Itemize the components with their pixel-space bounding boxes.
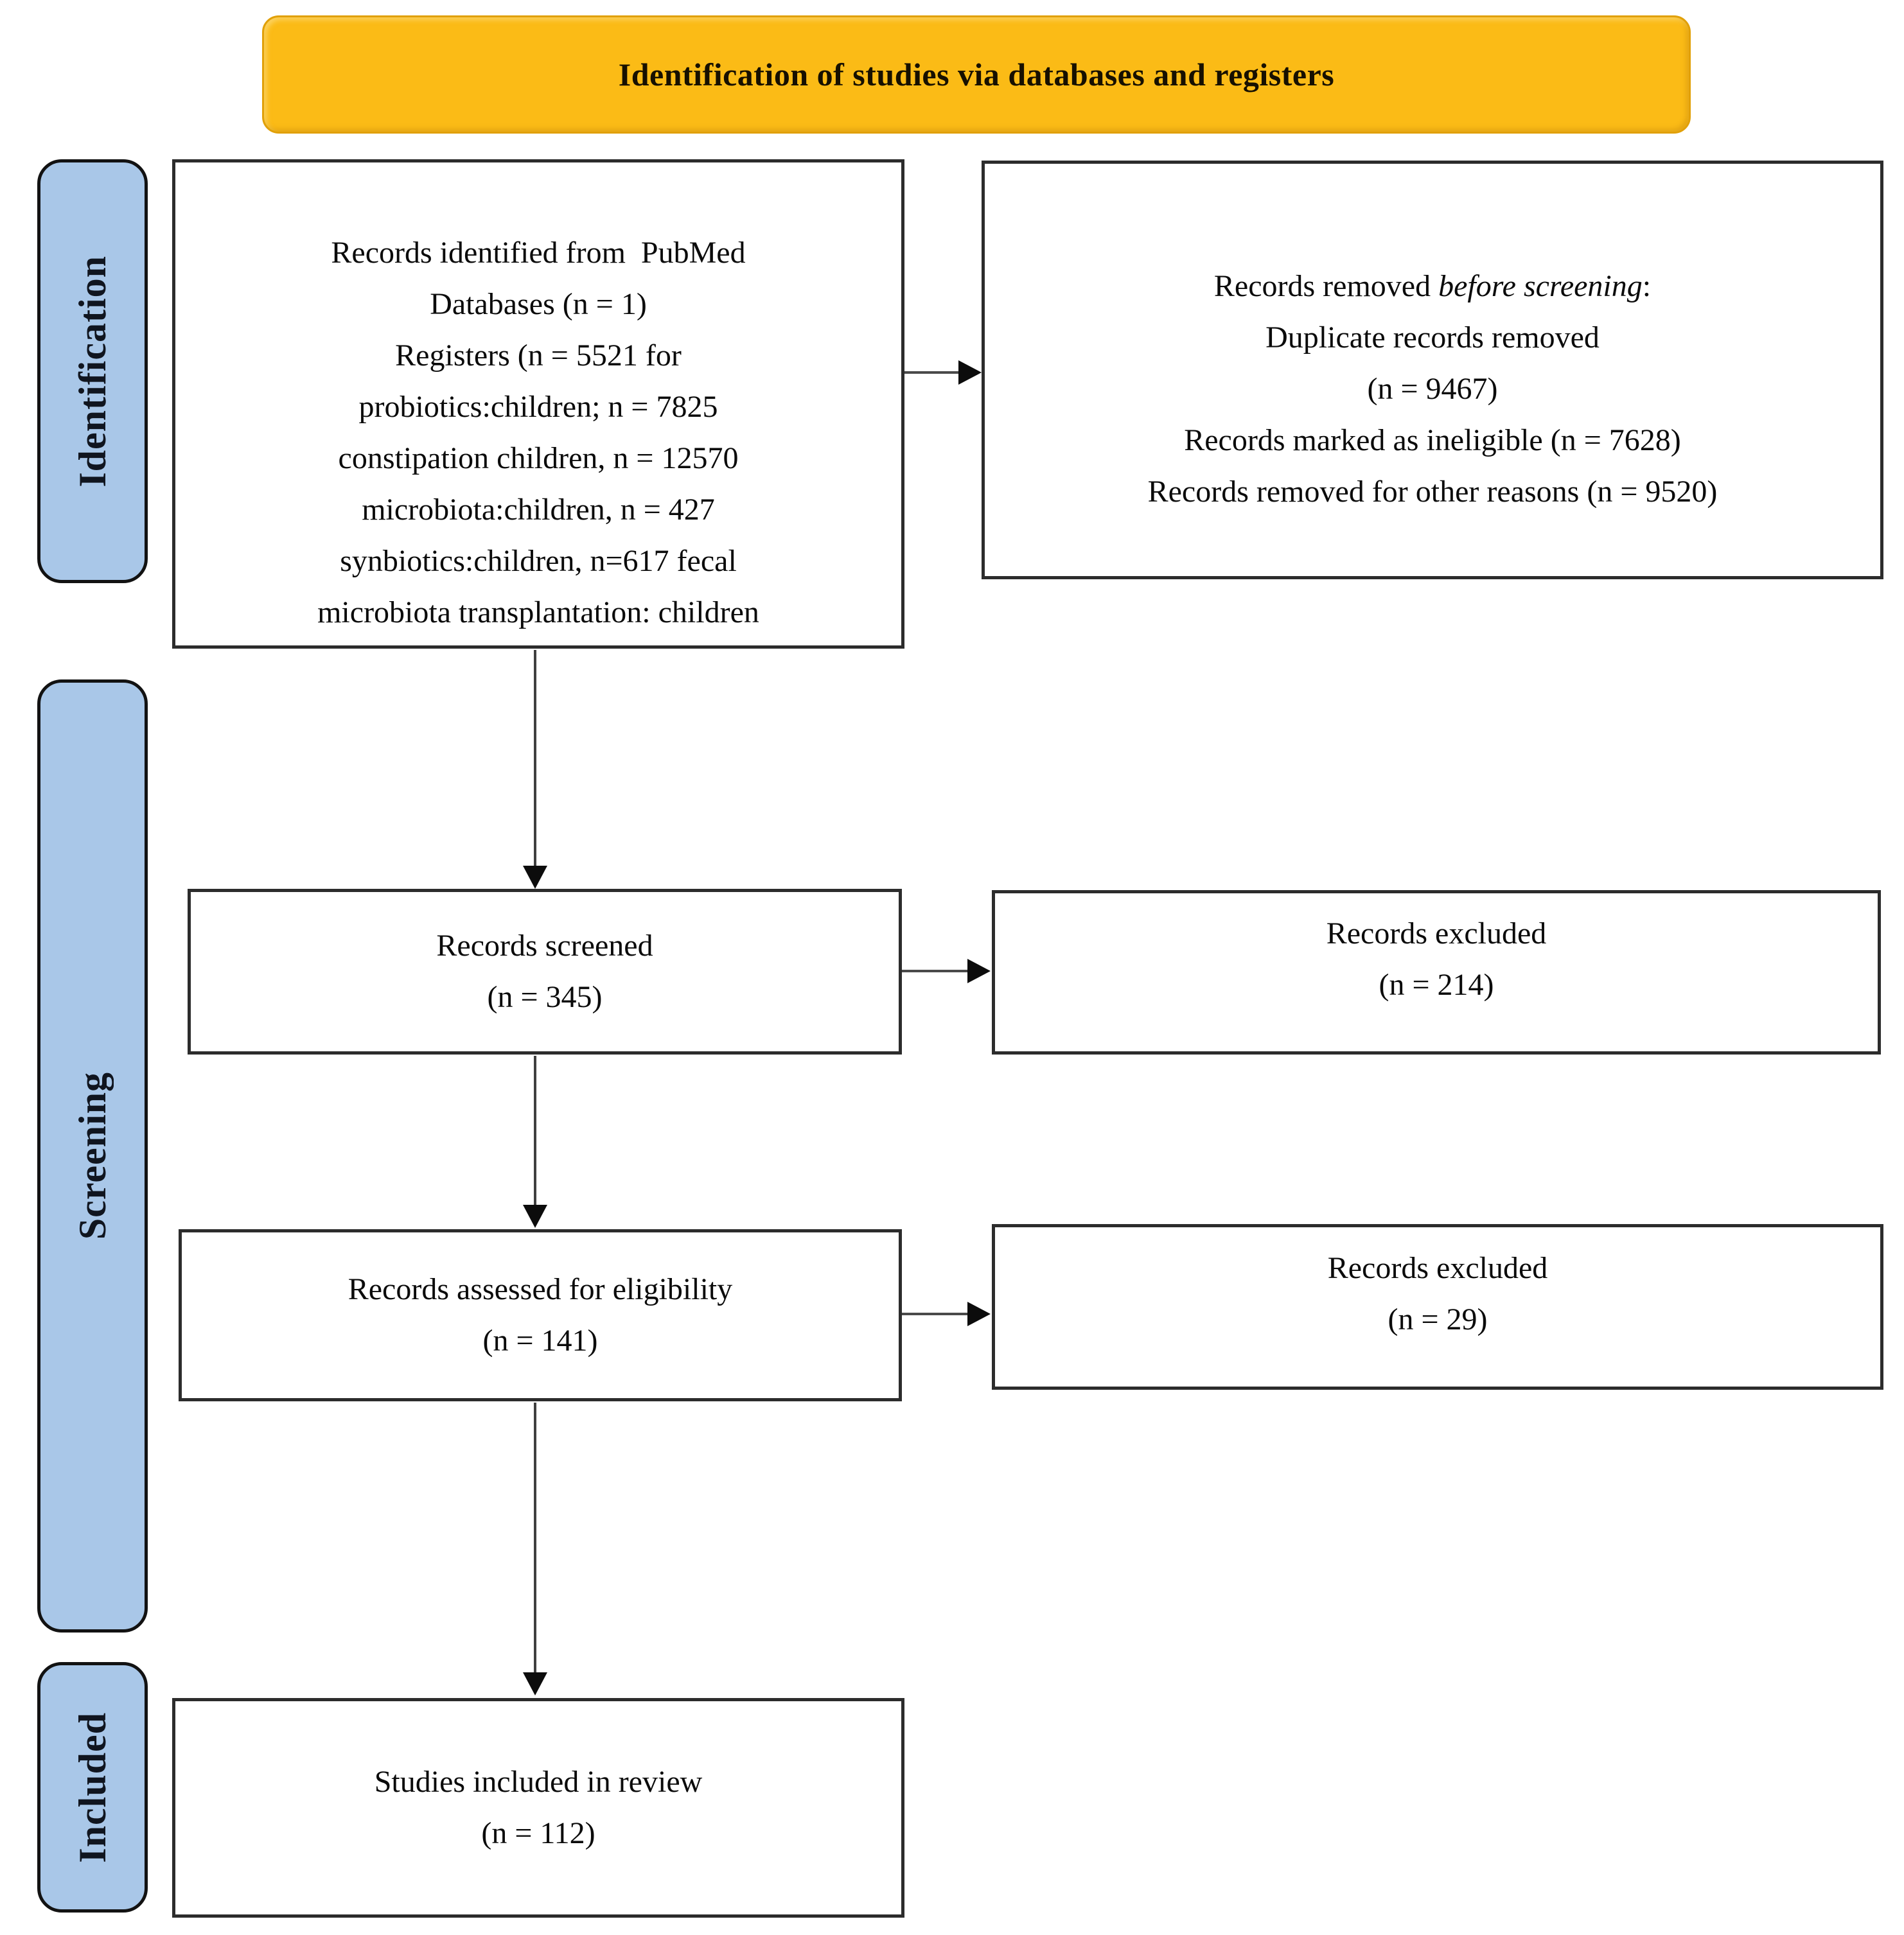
box-records-removed-line: Records removed for other reasons (n = 9…: [1147, 475, 1718, 509]
arrow-line: [902, 970, 969, 972]
box-records-excluded-screening-count: (n = 214): [1379, 968, 1494, 1002]
arrow-line: [534, 1403, 536, 1674]
box-records-assessed-count: (n = 141): [482, 1324, 598, 1358]
arrow-line: [904, 371, 961, 374]
box-records-identified: Records identified from PubMed Databases…: [172, 159, 904, 649]
box-records-assessed-line: Records assessed for eligibility: [348, 1272, 733, 1306]
box-studies-included: Studies included in review (n = 112): [172, 1698, 904, 1918]
stage-included: Included: [37, 1662, 148, 1913]
removed-suffix: :: [1642, 269, 1652, 303]
box-records-screened: Records screened (n = 345): [188, 889, 902, 1055]
box-records-removed-heading: Records removed before screening:: [1214, 261, 1651, 312]
box-records-identified-line: microbiota:children, n = 427: [362, 493, 715, 527]
removed-italic: before screening: [1438, 269, 1643, 303]
box-records-identified-line: Registers (n = 5521 for: [395, 338, 682, 372]
stage-identification-label: Identification: [71, 255, 114, 487]
box-records-assessed: Records assessed for eligibility (n = 14…: [179, 1229, 902, 1401]
arrow-line: [534, 1056, 536, 1206]
box-records-removed-line: (n = 9467): [1367, 372, 1498, 406]
box-studies-included-line: Studies included in review: [374, 1765, 703, 1799]
box-records-identified-line: Records identified from PubMed: [331, 236, 746, 270]
box-records-identified-line: probiotics:children; n = 7825: [358, 390, 718, 424]
box-records-excluded-screening-line: Records excluded: [1326, 916, 1547, 950]
box-records-removed-line: Duplicate records removed: [1265, 320, 1600, 355]
arrow-head: [523, 1205, 547, 1228]
box-records-removed: Records removed before screening: Duplic…: [982, 161, 1883, 579]
box-records-identified-line: microbiota transplantation: children: [317, 595, 759, 629]
box-records-excluded-screening: Records excluded (n = 214): [992, 890, 1881, 1055]
stage-screening: Screening: [37, 679, 148, 1633]
stage-identification: Identification: [37, 159, 148, 583]
box-records-identified-line: synbiotics:children, n=617 fecal: [340, 544, 737, 578]
removed-prefix: Records removed: [1213, 269, 1439, 303]
box-records-identified-line: constipation children, n = 12570: [338, 441, 739, 475]
stage-included-label: Included: [71, 1712, 114, 1863]
stage-screening-label: Screening: [71, 1072, 114, 1240]
box-records-screened-line: Records screened: [436, 929, 653, 963]
box-studies-included-count: (n = 112): [481, 1816, 595, 1850]
box-records-excluded-eligibility: Records excluded (n = 29): [992, 1224, 1883, 1390]
box-records-identified-line: Databases (n = 1): [430, 287, 647, 321]
banner: Identification of studies via databases …: [262, 15, 1691, 134]
box-records-excluded-eligibility-count: (n = 29): [1388, 1302, 1488, 1336]
arrow-line: [902, 1313, 969, 1315]
box-records-screened-count: (n = 345): [487, 980, 603, 1014]
arrow-head: [958, 360, 982, 385]
arrow-line: [534, 650, 536, 867]
arrow-head: [967, 1302, 991, 1326]
banner-title: Identification of studies via databases …: [618, 57, 1335, 92]
box-records-excluded-eligibility-line: Records excluded: [1327, 1251, 1548, 1285]
box-records-removed-line: Records marked as ineligible (n = 7628): [1184, 423, 1681, 457]
arrow-head: [523, 1672, 547, 1695]
arrow-head: [523, 866, 547, 889]
arrow-head: [967, 959, 991, 983]
